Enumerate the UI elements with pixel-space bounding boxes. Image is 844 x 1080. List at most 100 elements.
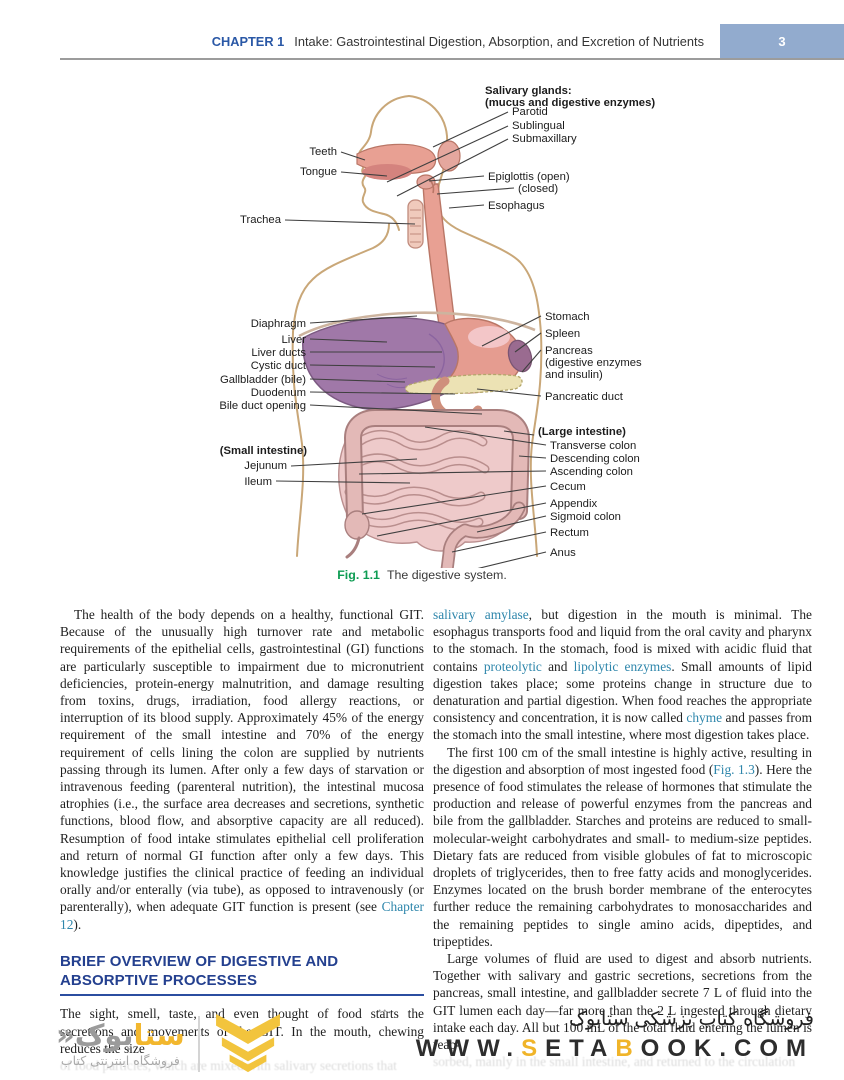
figure-label-transverse-colon: Transverse colon (550, 440, 636, 452)
footer-watermark: •• ستابوک« فروشگاه اینترنتی کتاب فروشگاه… (0, 1006, 844, 1080)
wordmark-part-yellow: ستا (133, 1018, 185, 1052)
chapter-title: Intake: Gastrointestinal Digestion, Abso… (294, 33, 704, 49)
figure-label-diaphragm: Diaphragm (251, 318, 306, 330)
spleen-shape (507, 339, 533, 373)
figure-label-stomach: Stomach (545, 311, 590, 323)
figure-label-liver: Liver (282, 334, 307, 346)
figure-label-pancreas-sub2: and insulin) (545, 369, 603, 381)
text-segment: and (541, 658, 574, 674)
highlight-letter: B (615, 1035, 641, 1062)
text-segment: ). (73, 916, 82, 932)
figure-label-cystic-duct: Cystic duct (251, 360, 307, 372)
setabook-wordmark: ستابوک« (56, 1020, 185, 1050)
figure-label-esophagus: Esophagus (488, 200, 545, 212)
page-header: CHAPTER 1 Intake: Gastrointestinal Diges… (0, 24, 844, 58)
small-intestine-shape (338, 415, 526, 552)
figure-caption-text: The digestive system. (386, 568, 507, 582)
paragraph: Large volumes of fluid are used to diges… (433, 950, 812, 1053)
scan-dots-artifact: •• (378, 1006, 389, 1016)
setabook-logo: ستابوک« فروشگاه اینترنتی کتاب (56, 1014, 283, 1074)
footer-right-text: فروشگاه کتاب پزشکی ستابوک WWW.SETABOOK.C… (416, 1008, 814, 1063)
logo-divider (197, 1016, 200, 1072)
figure-label-epiglottis-open: Epiglottis (open) (488, 171, 570, 183)
figure-label-parotid: Parotid (512, 106, 548, 118)
figure-label-tongue: Tongue (300, 166, 337, 178)
text-segment: The first 100 cm of the small intestine … (433, 744, 812, 777)
figure-label-salivary-glands: Salivary glands: (485, 85, 572, 97)
figure-label-anus: Anus (550, 547, 576, 559)
figure-label-large-intestine: (Large intestine) (538, 426, 626, 438)
text-segment: WWW. (415, 1035, 522, 1062)
text-link[interactable]: chyme (686, 710, 723, 726)
figure-label-pancreas: Pancreas (545, 345, 593, 357)
text-link[interactable]: salivary amylase (433, 607, 529, 622)
figure-label-epiglottis-closed: (closed) (518, 183, 558, 195)
text-segment: , but digestion in the mouth is minimal.… (433, 607, 812, 674)
logo-subtitle: فروشگاه اینترنتی کتاب (60, 1053, 180, 1068)
figure-label-gallbladder: Gallbladder (bile) (220, 374, 306, 386)
figure-label-spleen: Spleen (545, 328, 580, 340)
paragraph: The health of the body depends on a heal… (60, 606, 424, 933)
figure-label-jejunum: Jejunum (244, 460, 287, 472)
faded-paragraph-line: sorbed, mainly in the small intestine, a… (433, 1054, 796, 1070)
text-segment: The sight, smell, taste, and even though… (60, 1006, 424, 1056)
text-segment: Large volumes of fluid are used to diges… (433, 951, 812, 1053)
figure-label-duodenum: Duodenum (251, 387, 306, 399)
figure-label-sublingual: Sublingual (512, 120, 565, 132)
section-heading: BRIEF OVERVIEW OF DIGESTIVE AND ABSORPTI… (60, 952, 339, 989)
wordmark-part-gray: بوک (74, 1018, 134, 1052)
body-text: The health of the body depends on a heal… (60, 606, 812, 1074)
digestive-system-illustration: Salivary glands: (mucus and digestive en… (219, 85, 655, 582)
left-column: The health of the body depends on a heal… (60, 606, 424, 1074)
figure-label-cecum: Cecum (550, 481, 586, 493)
text-link[interactable]: Fig. 1.3 (713, 761, 755, 777)
faded-paragraph-line: of food particles, which are mixed with … (60, 1057, 397, 1073)
figure-label-sigmoid-colon: Sigmoid colon (550, 511, 621, 523)
chapter-label: CHAPTER 1 (211, 33, 285, 49)
text-segment: OOK.COM (640, 1035, 814, 1062)
mouth-glands-shapes (356, 140, 461, 194)
figure-label-small-intestine: (Small intestine) (220, 445, 307, 457)
page-number: 3 (778, 33, 786, 49)
text-link[interactable]: proteolytic (483, 658, 542, 674)
figure-label-liver-ducts: Liver ducts (251, 347, 306, 359)
figure-label-appendix: Appendix (550, 498, 597, 510)
text-segment: ). Here the presence of food stimulates … (433, 761, 812, 949)
text-segment: ETA (545, 1035, 616, 1062)
highlight-letter: S (521, 1035, 546, 1062)
figure-label-submaxillary: Submaxillary (512, 133, 577, 145)
running-head: CHAPTER 1 Intake: Gastrointestinal Diges… (212, 34, 704, 49)
paragraph: The sight, smell, taste, and even though… (60, 1005, 424, 1057)
figure-label-ileum: Ileum (244, 476, 272, 488)
leader-lines (275, 111, 547, 577)
figure-label-salivary-glands-sub: (mucus and digestive enzymes) (485, 97, 655, 109)
figure-caption-label: Fig. 1.1 (337, 568, 380, 582)
text-segment: and passes from the stomach into the sma… (433, 710, 812, 743)
chevron-emblem-icon (215, 1014, 280, 1073)
figure-label-pancreatic-duct: Pancreatic duct (545, 391, 624, 403)
figure-label-descending-colon: Descending colon (550, 453, 640, 465)
text-segment: The health of the body depends on a heal… (60, 607, 424, 915)
figure-caption: Fig. 1.1 The digestive system. (0, 568, 844, 582)
figure-1-1: Salivary glands: (mucus and digestive en… (57, 84, 787, 582)
text-link[interactable]: lipolytic enzymes (573, 658, 672, 674)
stomach-shape (439, 317, 523, 394)
text-segment: . Small amounts of lipid digestion takes… (433, 658, 812, 726)
figure-label-teeth: Teeth (309, 146, 337, 158)
heading-rule (60, 993, 424, 997)
page-number-badge: 3 (720, 24, 844, 58)
figure-label-bile-duct-opening: Bile duct opening (219, 400, 306, 412)
figure-label-pancreas-sub1: (digestive enzymes (545, 357, 642, 369)
paragraph: salivary amylase, but digestion in the m… (433, 606, 812, 744)
figure-label-ascending-colon: Ascending colon (550, 466, 633, 478)
figure-label-rectum: Rectum (550, 527, 589, 539)
header-divider (60, 58, 844, 60)
text-link[interactable]: Chapter 12 (60, 899, 424, 932)
esophagus-shape (422, 183, 457, 339)
body-outline (291, 95, 543, 557)
setabook-wordmark-block: ستابوک« فروشگاه اینترنتی کتاب (56, 1020, 185, 1068)
paragraph: The first 100 cm of the small intestine … (433, 744, 812, 950)
right-column: salivary amylase, but digestion in the m… (433, 606, 812, 1074)
wordmark-guillemet: « (56, 1018, 75, 1052)
